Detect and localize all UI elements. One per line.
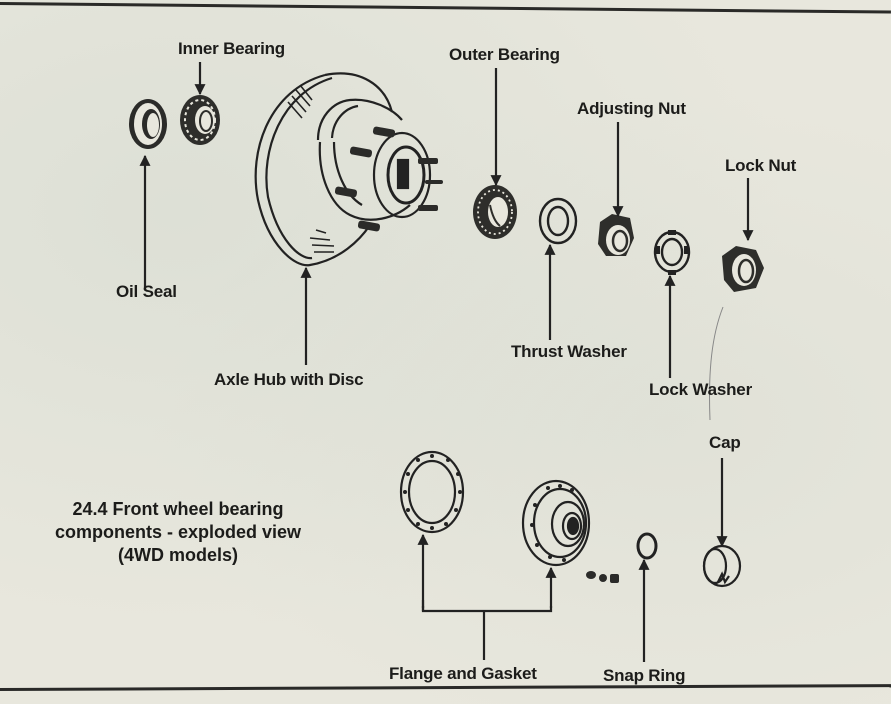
oil-seal-part xyxy=(129,99,167,149)
gasket-part xyxy=(399,450,465,534)
label-adjusting-nut: Adjusting Nut xyxy=(577,99,686,118)
pencil-mark xyxy=(709,306,724,421)
adjusting-nut-part xyxy=(598,214,634,256)
label-inner-bearing: Inner Bearing xyxy=(178,39,285,58)
snap-ring-part xyxy=(636,532,658,560)
lock-washer-part xyxy=(653,230,691,275)
cap-part xyxy=(702,544,742,588)
label-lock-nut: Lock Nut xyxy=(725,156,797,175)
flange-part xyxy=(521,479,591,567)
axle-hub-part xyxy=(254,72,443,267)
flange-gasket-bracket xyxy=(421,600,553,660)
label-snap-ring: Snap Ring xyxy=(603,666,686,685)
label-axle-hub: Axle Hub with Disc xyxy=(214,370,364,389)
lock-nut-part xyxy=(722,246,764,292)
label-oil-seal: Oil Seal xyxy=(116,282,177,301)
outer-bearing-part xyxy=(473,185,517,239)
inner-bearing-part xyxy=(180,95,220,145)
label-cap: Cap xyxy=(709,433,741,452)
label-outer-bearing: Outer Bearing xyxy=(449,45,560,64)
figure-caption: 24.4 Front wheel bearing components - ex… xyxy=(28,498,328,567)
caption-line-1: 24.4 Front wheel bearing xyxy=(72,499,284,519)
label-lock-washer: Lock Washer xyxy=(649,380,752,399)
label-flange-gasket: Flange and Gasket xyxy=(389,664,537,683)
caption-line-2: components - exploded view xyxy=(54,522,302,542)
small-spacers xyxy=(586,571,619,583)
label-thrust-washer: Thrust Washer xyxy=(511,342,627,361)
caption-line-3: (4WD models) xyxy=(117,545,238,565)
thrust-washer-part xyxy=(538,197,578,245)
